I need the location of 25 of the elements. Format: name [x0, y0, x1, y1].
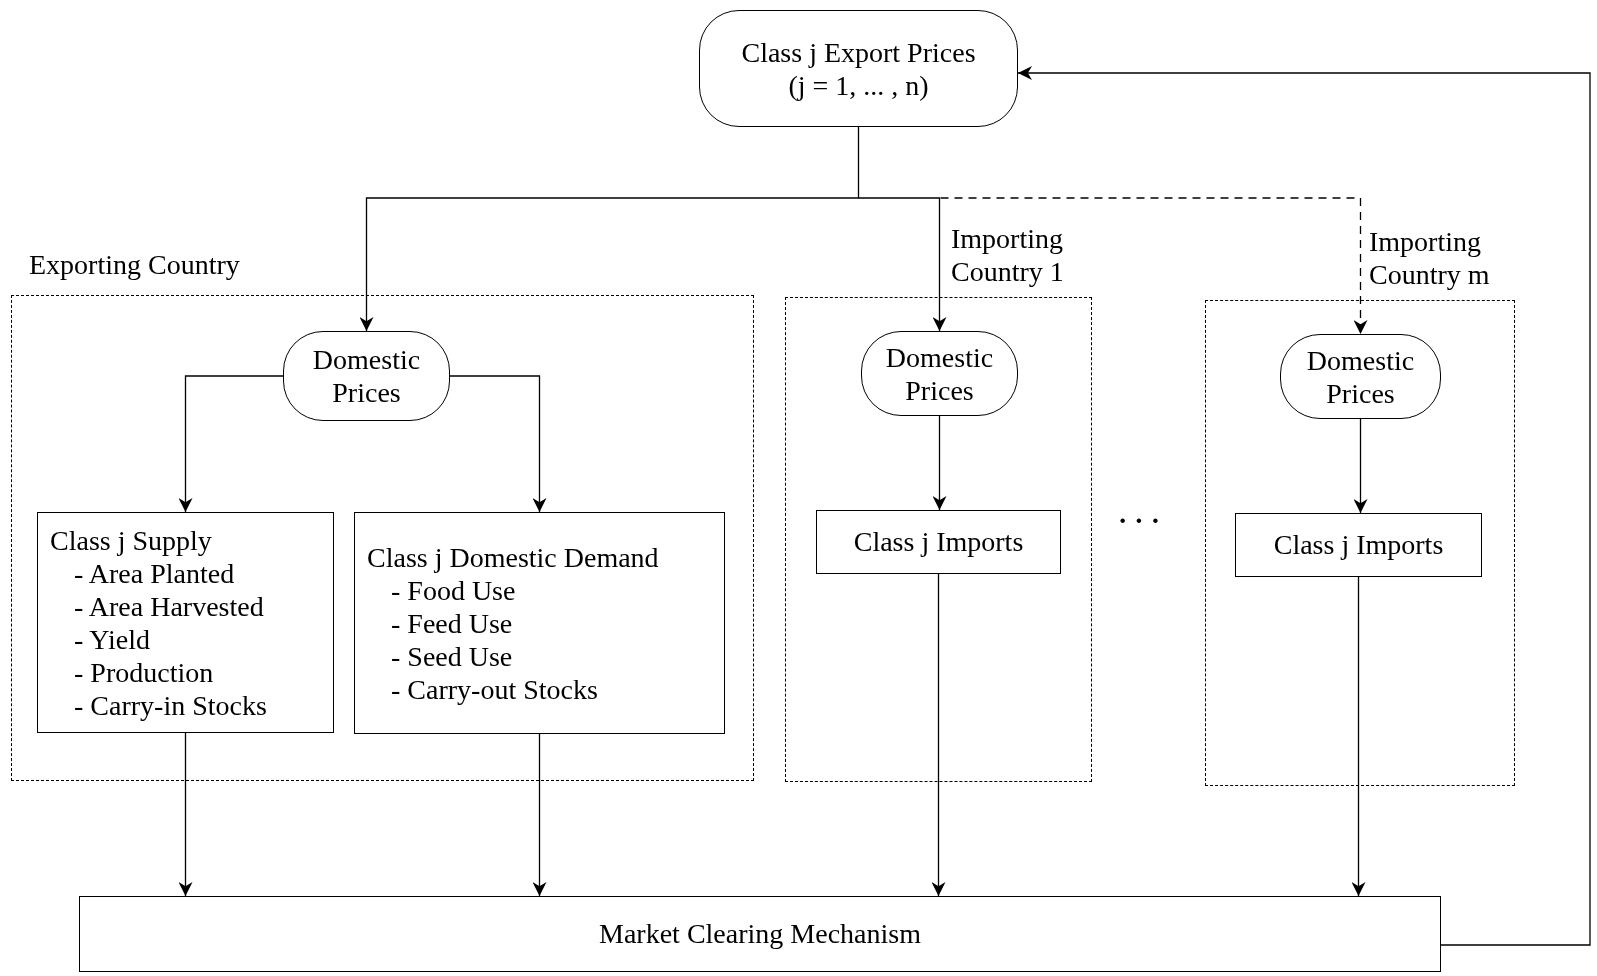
- rounded-box: Domestic Prices: [283, 331, 450, 421]
- rounded-box: Domestic Prices: [1280, 334, 1441, 419]
- arrow: [1017, 66, 1591, 946]
- arrow: [178, 732, 193, 897]
- arrow: [931, 573, 946, 897]
- group-heading: Importing Country m: [1369, 225, 1491, 291]
- arrow: [1353, 418, 1368, 514]
- arrow: [1351, 576, 1366, 897]
- group-heading: Importing Country 1: [951, 222, 1065, 288]
- arrow: [359, 126, 860, 332]
- arrow: [532, 733, 547, 897]
- process-box: Class j Imports: [816, 510, 1061, 574]
- group-heading: Exporting Country: [29, 248, 241, 281]
- arrow: [939, 197, 1368, 335]
- process-box: Class j Supply - Area Planted - Area Harvested - Yield - Production - Carry-in Stocks: [37, 512, 334, 733]
- rounded-box: Domestic Prices: [861, 331, 1018, 416]
- arrow: [449, 375, 547, 513]
- arrow: [857, 197, 947, 332]
- arrow: [178, 375, 284, 513]
- process-box: Market Clearing Mechanism: [79, 896, 1441, 972]
- rounded-box: Class j Export Prices (j = 1, ... , n): [699, 10, 1018, 127]
- ellipsis-label: · · ·: [1118, 504, 1160, 538]
- process-box: Class j Imports: [1235, 513, 1482, 577]
- process-box: Class j Domestic Demand - Food Use - Feed Use - Seed Use - Carry-out Stocks: [354, 512, 725, 734]
- arrow: [932, 415, 947, 511]
